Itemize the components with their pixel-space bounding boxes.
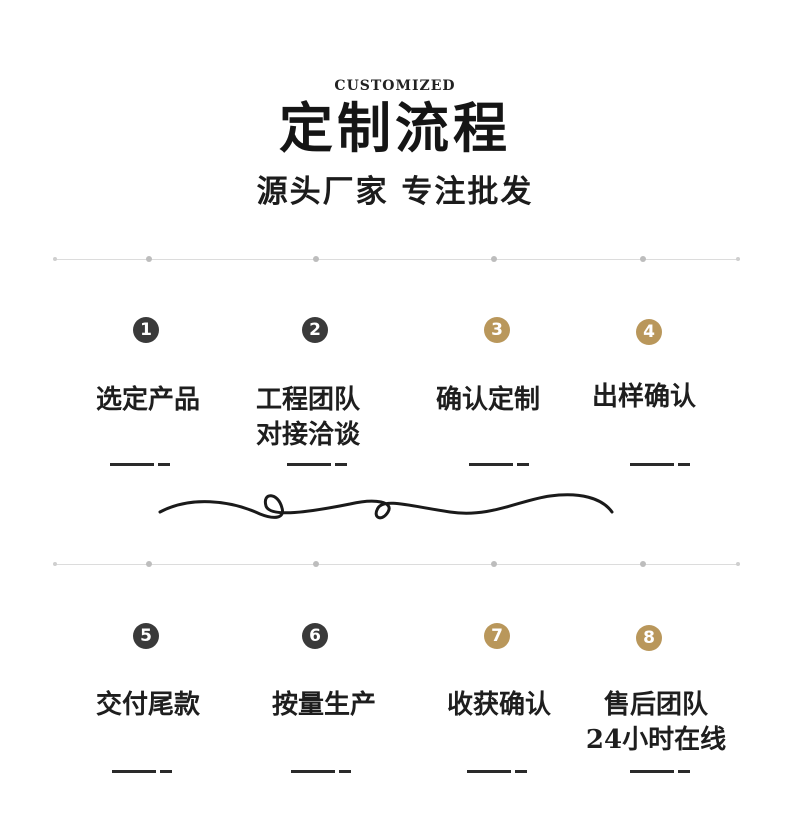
step-6-label: 按量生产 (244, 688, 404, 723)
decorative-curve (150, 478, 620, 528)
step-5-number-badge: 5 (133, 623, 159, 649)
step-4-divider (630, 463, 674, 466)
step-8-number-badge: 8 (636, 625, 662, 651)
english-heading: CUSTOMIZED (0, 78, 790, 94)
timeline-top (55, 259, 740, 260)
timeline-dot (53, 257, 57, 261)
step-4-divider-tail (678, 463, 690, 466)
step-4-label: 出样确认 (564, 380, 724, 415)
step-5-divider-tail (160, 770, 172, 773)
step-2-line2: 对接洽谈 (228, 418, 388, 453)
timeline-bottom (55, 564, 740, 565)
step-1-divider-tail (158, 463, 170, 466)
step-8-divider (630, 770, 674, 773)
step-6-divider (291, 770, 335, 773)
step-5-label: 交付尾款 (68, 688, 228, 723)
timeline-dot (736, 257, 740, 261)
page-title: 定制流程 (0, 96, 790, 160)
timeline-dot (736, 562, 740, 566)
step-2-number-badge: 2 (302, 317, 328, 343)
timeline-dot (313, 561, 319, 567)
step-5-divider (112, 770, 156, 773)
step-7-label: 收获确认 (419, 688, 579, 723)
step-1-number-badge: 1 (133, 317, 159, 343)
step-8-label: 售后团队 24小时在线 (576, 688, 736, 758)
step-3-line1: 确认定制 (408, 383, 568, 418)
step-3-number-badge: 3 (484, 317, 510, 343)
step-8-divider-tail (678, 770, 690, 773)
step-8-line1: 售后团队 (576, 688, 736, 723)
step-3-divider-tail (517, 463, 529, 466)
step-6-number-badge: 6 (302, 623, 328, 649)
page-subtitle: 源头厂家 专注批发 (0, 172, 790, 212)
step-5-line1: 交付尾款 (68, 688, 228, 723)
timeline-dot (640, 256, 646, 262)
step-1-line1: 选定产品 (68, 383, 228, 418)
timeline-dot (491, 561, 497, 567)
step-2-divider (287, 463, 331, 466)
timeline-dot (146, 256, 152, 262)
step-2-label: 工程团队 对接洽谈 (228, 383, 388, 453)
step-8-line2: 24小时在线 (576, 723, 736, 758)
timeline-dot (146, 561, 152, 567)
step-3-label: 确认定制 (408, 383, 568, 418)
step-7-divider (467, 770, 511, 773)
step-3-divider (469, 463, 513, 466)
timeline-dot (53, 562, 57, 566)
step-7-number-badge: 7 (484, 623, 510, 649)
step-6-divider-tail (339, 770, 351, 773)
step-4-number-badge: 4 (636, 319, 662, 345)
step-1-divider (110, 463, 154, 466)
step-4-line1: 出样确认 (564, 380, 724, 415)
step-1-label: 选定产品 (68, 383, 228, 418)
step-7-divider-tail (515, 770, 527, 773)
step-6-line1: 按量生产 (244, 688, 404, 723)
step-7-line1: 收获确认 (419, 688, 579, 723)
timeline-dot (491, 256, 497, 262)
step-2-divider-tail (335, 463, 347, 466)
step-2-line1: 工程团队 (228, 383, 388, 418)
timeline-dot (640, 561, 646, 567)
timeline-dot (313, 256, 319, 262)
